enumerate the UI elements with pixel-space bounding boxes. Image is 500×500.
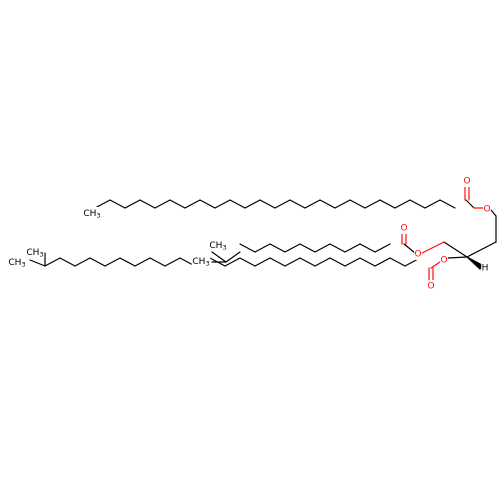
top-chain-bond [274, 199, 291, 209]
stereo-wedge [466, 256, 483, 270]
top-chain-bond [379, 199, 396, 209]
ch3-mid-branch-label-backing [208, 239, 228, 251]
mid-chain-bond [299, 243, 316, 253]
bottom-chain-bond [254, 257, 271, 267]
top-chain-bond [394, 199, 411, 209]
bottom-branch-bond [44, 257, 61, 267]
bottom-chain-bond [104, 257, 121, 267]
top-chain-bond [139, 199, 156, 209]
glycerol-bond [490, 209, 497, 217]
mid-chain-bond [374, 243, 391, 253]
bottom-chain-bond [299, 257, 316, 267]
ch3-bot-label: CH3 [8, 258, 25, 269]
mid-chain-bond [254, 243, 271, 253]
h-stereo-label: H [482, 264, 489, 274]
bottom-chain-bond [74, 257, 91, 267]
bottom-chain-bond [269, 257, 286, 267]
top-chain-bond [439, 199, 456, 209]
top-chain-bond [334, 199, 351, 209]
top-ester-bond [465, 199, 475, 209]
bottom-chain-bond [329, 257, 346, 267]
bottom-chain-bond [164, 257, 181, 267]
ch3-bot-label-backing [7, 256, 27, 268]
bottom-chain-bond [374, 257, 391, 267]
mid-chain-bond [284, 243, 301, 253]
top-chain-bond [244, 199, 261, 209]
ch3-top-label: CH3 [83, 209, 100, 220]
mid-chain-bond [329, 243, 346, 253]
bottom-chain-bond [359, 257, 376, 267]
o-ester-bot-label: O [440, 256, 447, 266]
bottom-chain-bond [149, 257, 166, 267]
o-ester-mid-label: O [414, 250, 421, 260]
bottom-chain-bond [119, 257, 136, 267]
top-chain-bond [109, 199, 126, 209]
top-chain-bond [184, 199, 201, 209]
bottom-chain-bond [224, 257, 241, 267]
top-chain-bond [349, 199, 366, 209]
o-carbonyl-bot-label: O [427, 282, 434, 292]
mid-chain-bond [225, 251, 241, 263]
bottom-chain-bond [209, 257, 226, 267]
top-chain-bond [199, 199, 216, 209]
top-chain-bond [409, 199, 426, 209]
bottom-chain-bond [284, 257, 301, 267]
mid-chain-bond [269, 243, 286, 253]
glycerol-bond [443, 241, 468, 258]
bottom-ester-bond [447, 256, 468, 259]
top-chain-bond [154, 199, 171, 209]
mid-chain-bond [239, 243, 256, 253]
o-ester-mid-label-backing [414, 248, 422, 260]
top-chain-bond [214, 199, 231, 209]
ch3-bot-branch-label: CH3 [26, 248, 43, 259]
mid-chain-bond [344, 243, 361, 253]
o-carbonyl-bot-label-backing [427, 280, 435, 292]
top-chain-bond [319, 199, 336, 209]
o-ester-top-label-backing [483, 203, 491, 215]
top-chain-bond [304, 199, 321, 209]
top-chain-bond [424, 199, 441, 209]
o-ester-top-label: O [483, 205, 490, 215]
bottom-chain-bond [89, 257, 106, 267]
bottom-chain-bond [314, 257, 331, 267]
top-chain-bond [289, 199, 306, 209]
o-carbonyl-mid-label-backing [400, 222, 408, 234]
ch3-top-label-backing [82, 207, 102, 219]
bottom-branch-bond [29, 259, 46, 267]
ch3-mid-label-backing [191, 255, 211, 267]
o-ester-bot-label-backing [440, 254, 448, 266]
bottom-chain-bond [239, 257, 256, 267]
mid-ester-bond [403, 243, 416, 254]
mid-chain-bond [314, 243, 331, 253]
bottom-chain-bond [344, 257, 361, 267]
o-carbonyl-mid-label: O [400, 224, 407, 234]
bottom-chain-bond [59, 257, 76, 267]
top-chain-bond [229, 199, 246, 209]
top-chain-bond [364, 199, 381, 209]
mid-branch-bond [211, 251, 227, 263]
glycerol-bond [421, 241, 445, 254]
o-carbonyl-top-label: O [463, 177, 470, 187]
o-carbonyl-top-label-backing [463, 175, 471, 187]
top-chain-bond [124, 199, 141, 209]
top-chain-bond [94, 199, 111, 209]
mid-chain-bond [359, 243, 376, 253]
ch3-mid-label: CH3 [192, 257, 209, 268]
ch3-bot-branch-label-backing [25, 246, 45, 258]
ch3-mid-branch-label: CH3 [209, 241, 226, 252]
bottom-chain-bond [389, 257, 406, 267]
top-chain-bond [259, 199, 276, 209]
bond-lines [29, 185, 497, 283]
top-chain-bond [169, 199, 186, 209]
h-stereo-label-backing [481, 262, 489, 274]
bottom-chain-bond [134, 257, 151, 267]
glycerol-bond [466, 241, 497, 258]
bottom-ester-bond [430, 261, 441, 269]
